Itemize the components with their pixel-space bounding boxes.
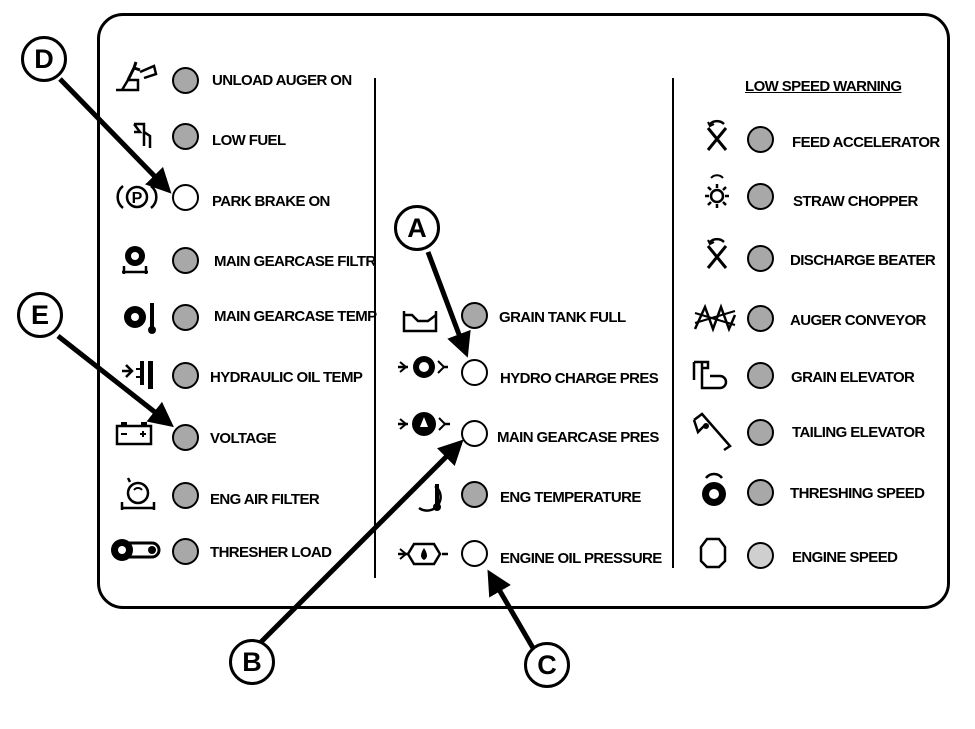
low-fuel-indicator [172, 123, 199, 150]
feed-accelerator-label: FEED ACCELERATOR [792, 134, 940, 151]
callout-a: A [394, 205, 440, 251]
column-divider-left [374, 78, 376, 578]
warning-panel [97, 13, 950, 609]
engine-speed-label: ENGINE SPEED [792, 549, 898, 566]
grain-tank-label: GRAIN TANK FULL [499, 309, 626, 326]
park-brake-indicator [172, 184, 199, 211]
callout-d: D [21, 36, 67, 82]
grain-elevator-indicator [747, 362, 774, 389]
grain-elevator-icon [692, 360, 728, 390]
callout-arrow-e [56, 334, 174, 428]
grain-tank-indicator [461, 302, 488, 329]
thresher-load-icon [111, 539, 161, 561]
callout-arrow-a [425, 251, 471, 358]
hydro-charge-indicator [461, 359, 488, 386]
thresher-load-label: THRESHER LOAD [210, 544, 332, 561]
callout-b: B [229, 639, 275, 685]
grain-elevator-label: GRAIN ELEVATOR [791, 369, 915, 386]
gearcase-filter-indicator [172, 247, 199, 274]
low-speed-warning-header: LOW SPEED WARNING [745, 78, 902, 95]
gearcase-pressure-icon [398, 412, 450, 436]
feed-accelerator-icon [706, 119, 728, 151]
tailing-elevator-label: TAILING ELEVATOR [792, 424, 925, 441]
unload-auger-indicator [172, 67, 199, 94]
hydro-charge-icon [398, 356, 448, 378]
thresher-load-indicator [172, 538, 199, 565]
callout-c: C [524, 642, 570, 688]
engine-oil-label: ENGINE OIL PRESSURE [500, 550, 662, 567]
unload-auger-icon [116, 61, 158, 92]
feed-accelerator-indicator [747, 126, 774, 153]
callout-arrow-b [258, 439, 464, 645]
voltage-label: VOLTAGE [210, 430, 277, 447]
gearcase-filter-label: MAIN GEARCASE FILTR [214, 253, 376, 270]
tailing-elevator-icon [692, 412, 732, 452]
engine-temp-indicator [461, 481, 488, 508]
voltage-indicator [172, 424, 199, 451]
low-fuel-label: LOW FUEL [212, 132, 286, 149]
callout-e: E [17, 292, 63, 338]
engine-speed-icon [699, 537, 727, 569]
threshing-speed-indicator [747, 479, 774, 506]
discharge-beater-icon [706, 237, 728, 269]
callout-arrow-c [487, 569, 536, 650]
hydro-charge-label: HYDRO CHARGE PRES [500, 370, 659, 387]
auger-conveyor-icon [693, 303, 737, 333]
hydraulic-temp-indicator [172, 362, 199, 389]
hydraulic-temp-icon [122, 361, 153, 389]
engine-speed-indicator [747, 542, 774, 569]
threshing-speed-icon [702, 472, 726, 506]
straw-chopper-icon [705, 174, 729, 208]
grain-tank-icon [402, 311, 438, 333]
tailing-elevator-indicator [747, 419, 774, 446]
park-brake-icon: P [116, 185, 158, 209]
straw-chopper-indicator [747, 183, 774, 210]
air-filter-icon [120, 477, 156, 510]
gearcase-filter-icon [122, 246, 148, 274]
straw-chopper-label: STRAW CHOPPER [793, 193, 918, 210]
gearcase-pressure-label: MAIN GEARCASE PRES [497, 429, 659, 446]
auger-conveyor-label: AUGER CONVEYOR [790, 312, 926, 329]
threshing-speed-label: THRESHING SPEED [790, 485, 925, 502]
gearcase-temp-indicator [172, 304, 199, 331]
battery-icon [115, 422, 153, 446]
engine-oil-indicator [461, 540, 488, 567]
hydraulic-temp-label: HYDRAULIC OIL TEMP [210, 369, 363, 386]
fuel-pump-icon [133, 122, 152, 148]
engine-temp-icon [418, 484, 442, 512]
air-filter-indicator [172, 482, 199, 509]
oil-can-icon [398, 542, 448, 566]
callout-arrow-d [58, 77, 172, 194]
column-divider-right [672, 78, 674, 568]
svg-text:P: P [132, 190, 143, 207]
air-filter-label: ENG AIR FILTER [210, 491, 320, 508]
engine-temp-label: ENG TEMPERATURE [500, 489, 641, 506]
auger-conveyor-indicator [747, 305, 774, 332]
discharge-beater-label: DISCHARGE BEATER [790, 252, 936, 269]
gearcase-pressure-indicator [461, 420, 488, 447]
park-brake-label: PARK BRAKE ON [212, 193, 330, 210]
unload-auger-label: UNLOAD AUGER ON [212, 72, 352, 89]
gearcase-temp-icon [124, 303, 156, 334]
gearcase-temp-label: MAIN GEARCASE TEMP [214, 308, 377, 325]
discharge-beater-indicator [747, 245, 774, 272]
